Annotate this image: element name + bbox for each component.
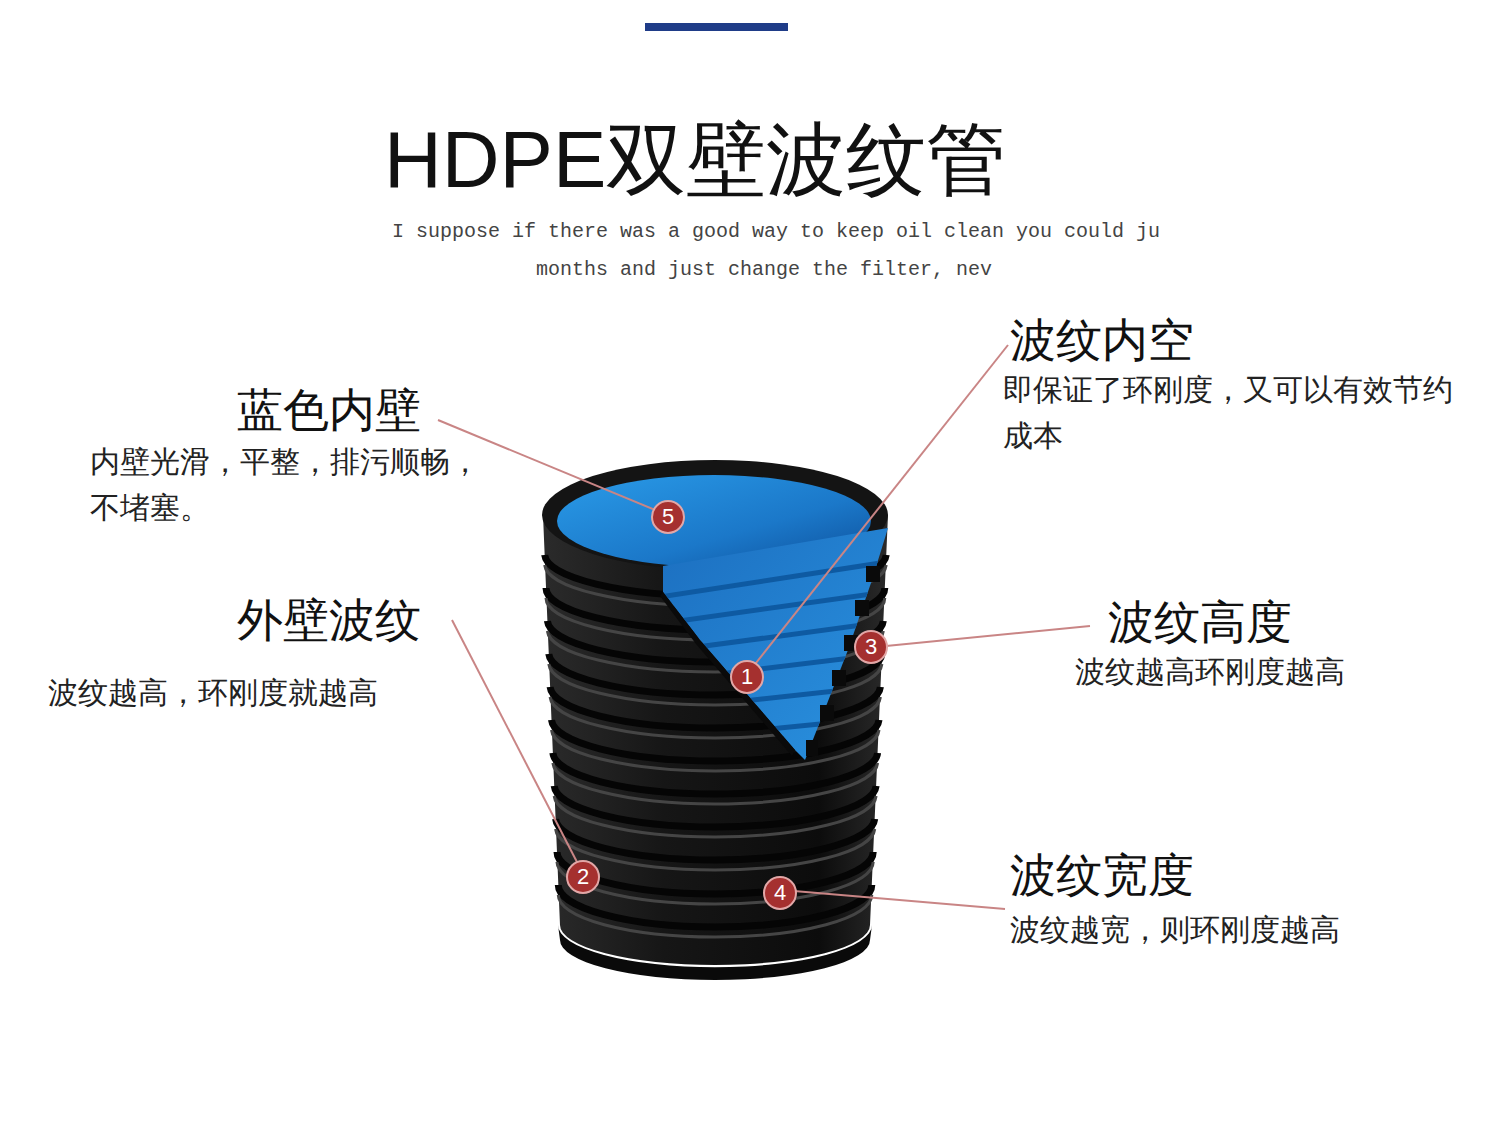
top-bar — [645, 23, 788, 31]
feature-text: 波纹越高环刚度越高 — [1075, 649, 1345, 695]
subtitle-line: I suppose if there was a good way to kee… — [392, 221, 1160, 243]
feature-text: 即保证了环刚度，又可以有效节约 成本 — [1003, 367, 1468, 459]
feature-heading: 蓝色内壁 — [237, 383, 421, 437]
subtitle-line: months and just change the filter, nev — [536, 259, 992, 281]
feature-text: 波纹越宽，则环刚度越高 — [1010, 907, 1340, 953]
callout-digit: 3 — [865, 636, 877, 658]
feature-heading: 波纹高度 — [1108, 595, 1292, 649]
callout-number: 3 — [854, 630, 888, 664]
diagram-title: HDPE双壁波纹管 — [384, 112, 1006, 208]
callout-digit: 5 — [662, 506, 674, 528]
feature-heading: 外壁波纹 — [237, 593, 421, 647]
feature-heading: 波纹宽度 — [1010, 848, 1194, 902]
callout-digit: 2 — [577, 866, 589, 888]
pipe-bottom — [558, 925, 872, 980]
callout-number: 4 — [763, 876, 797, 910]
callout-digit: 4 — [774, 882, 786, 904]
feature-heading: 波纹内空 — [1010, 313, 1194, 367]
callout-number: 5 — [651, 500, 685, 534]
callout-number: 1 — [730, 660, 764, 694]
callout-digit: 1 — [741, 666, 753, 688]
wall-section — [660, 566, 880, 756]
pipe-body — [543, 515, 888, 965]
callout-number: 2 — [566, 860, 600, 894]
leader-lines — [438, 345, 1090, 909]
feature-text: 内壁光滑，平整，排污顺畅， 不堵塞。 — [90, 439, 500, 531]
feature-text: 波纹越高，环刚度就越高 — [48, 670, 378, 716]
wedge-ribs — [640, 560, 900, 736]
